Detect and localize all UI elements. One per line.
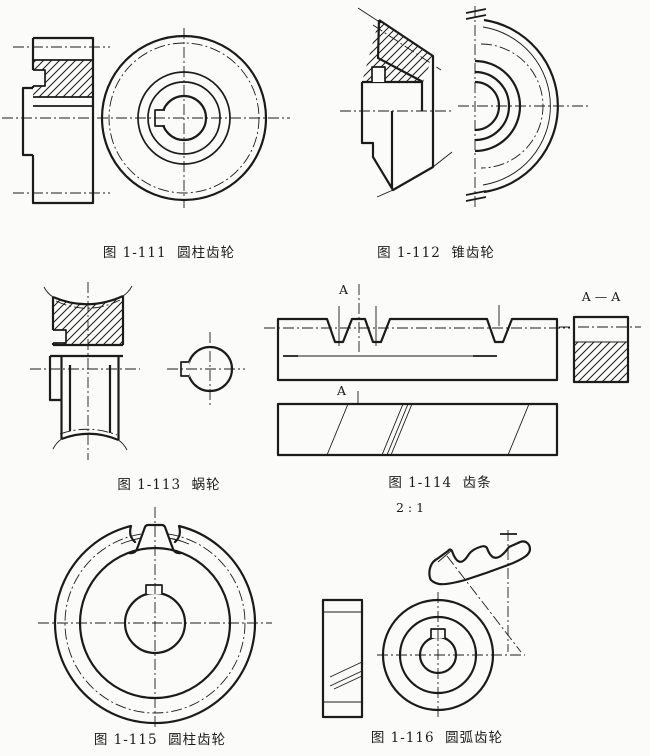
rack-main-view xyxy=(264,284,570,382)
figure-caption-1-116: 图 1-116 圆弧齿轮 xyxy=(370,730,504,746)
fig-1-112-bevel-gear-drawing xyxy=(340,6,588,207)
rack-plan-view xyxy=(276,391,559,457)
arc-gear-side-view xyxy=(321,598,364,719)
tooth-profile-detail-2to1 xyxy=(428,540,532,586)
figure-caption-1-111: 图 1-111 圆柱齿轮 xyxy=(102,245,236,261)
worm-wheel-side-view xyxy=(167,332,245,407)
keyway xyxy=(371,66,386,82)
bevel-side-section-view xyxy=(340,7,453,198)
rack-section-a-a xyxy=(559,315,641,384)
figure-caption-1-115: 图 1-115 圆柱齿轮 xyxy=(93,732,227,748)
fig-1-113-worm-wheel-drawing xyxy=(30,282,245,460)
figure-caption-1-114: 图 1-114 齿条 xyxy=(388,475,492,491)
fig-1-114-rack-drawing xyxy=(264,284,641,457)
center-and-leader-lines xyxy=(377,530,525,719)
center-lines xyxy=(2,28,290,208)
bevel-half-front-view xyxy=(458,6,588,207)
figure-caption-1-112: 图 1-112 锥齿轮 xyxy=(377,245,495,261)
cutting-plane-label-top: A xyxy=(339,282,349,297)
detail-scale-label: 2 : 1 xyxy=(395,500,425,515)
figure-caption-1-113: 图 1-113 蜗轮 xyxy=(117,477,221,493)
fig-1-116-arc-gear-drawing xyxy=(321,530,532,719)
break-tick-marks xyxy=(465,8,487,202)
section-view-title: A — A xyxy=(581,289,621,304)
worm-wheel-section-view xyxy=(30,282,140,460)
fig-1-111-cylindrical-gear-drawing xyxy=(2,28,290,208)
fig-1-115-cylindrical-gear-front-drawing xyxy=(38,507,272,730)
pitch-line-and-cutting-plane xyxy=(264,284,570,352)
tick-mark xyxy=(437,549,453,563)
keyway xyxy=(145,584,163,594)
center-lines xyxy=(38,507,272,730)
gear-side-section-view xyxy=(13,36,110,205)
cutting-plane-label-bottom: A xyxy=(337,383,347,398)
helix-direction-lines xyxy=(326,403,530,456)
